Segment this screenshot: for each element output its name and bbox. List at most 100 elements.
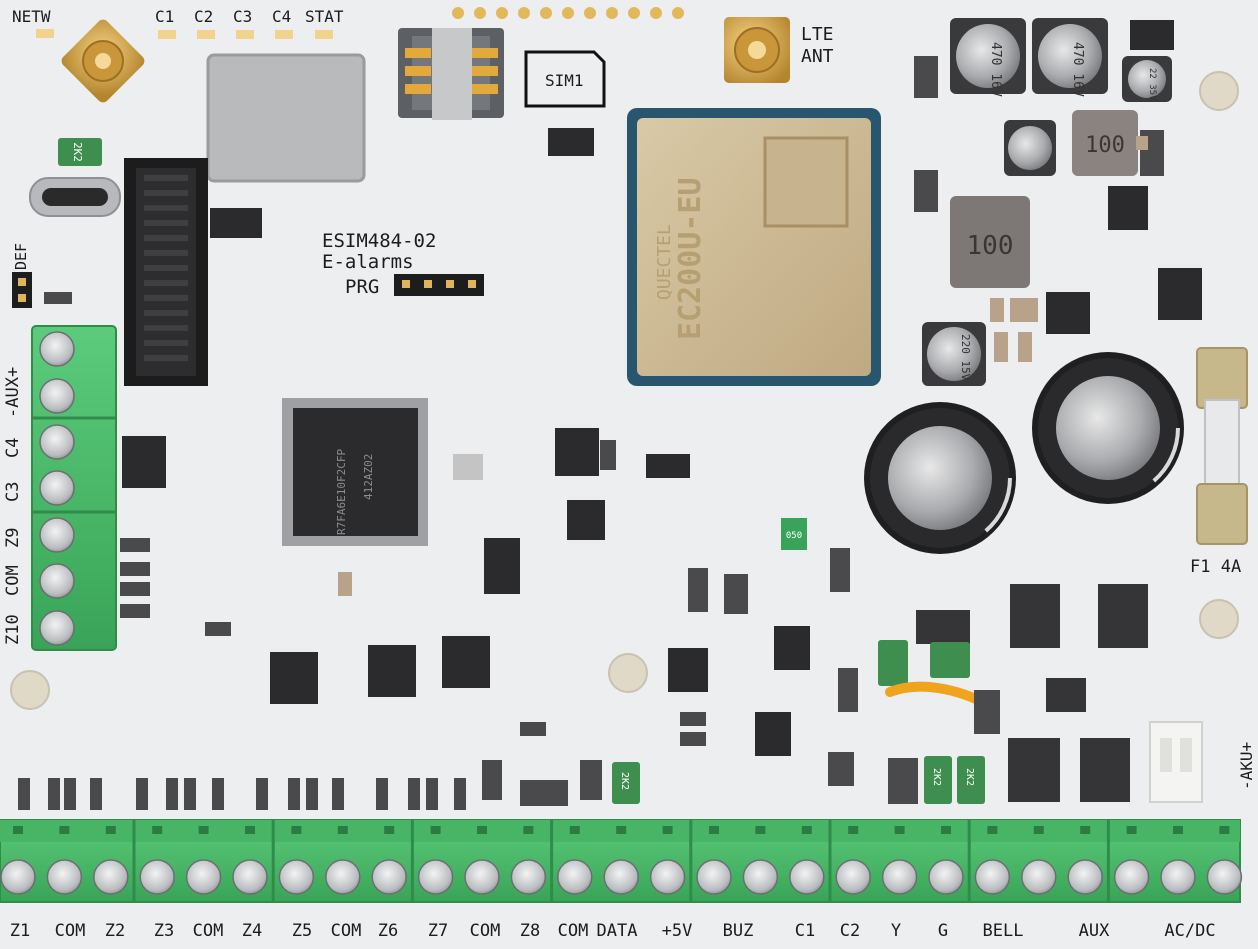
mounting-hole: [1199, 599, 1239, 639]
svg-text:100: 100: [967, 231, 1014, 261]
terminal-slot: [941, 826, 951, 834]
netw-led: [36, 29, 54, 38]
terminal-slot: [1080, 826, 1091, 834]
terminal-screw: [603, 859, 639, 895]
side-label-c3: C3: [3, 482, 23, 502]
side-label-c4: C4: [3, 438, 23, 458]
bottom-label-2: Z2: [105, 921, 125, 941]
terminal-screw: [1021, 859, 1057, 895]
side-label-z10: Z10: [3, 614, 23, 645]
expansion-connector: [124, 158, 208, 386]
ant-label: ANT: [801, 46, 834, 67]
status-leds: [158, 30, 333, 39]
terminal-slot: [59, 826, 70, 834]
terminal-screw: [46, 859, 83, 895]
svg-text:100: 100: [1085, 133, 1125, 158]
terminal-slot: [430, 826, 441, 834]
rf-shield: [206, 53, 366, 183]
terminal-screw: [1160, 859, 1196, 895]
terminal-slot: [616, 826, 627, 834]
green-chip: [781, 518, 807, 550]
side-label-z9: Z9: [3, 528, 23, 548]
lte-antenna-connector: [724, 17, 790, 83]
terminal-screw: [510, 859, 547, 895]
microcontroller: R7FA6E10F2CFP 412AZ02: [282, 398, 428, 546]
bottom-label-3: Z3: [154, 921, 174, 941]
bottom-label-5: Z4: [242, 921, 262, 941]
terminal-slot: [755, 826, 766, 834]
terminal-screw: [1113, 859, 1150, 895]
terminal-screw: [139, 859, 175, 895]
bottom-label-11: Z8: [520, 921, 540, 941]
terminal-slot: [1126, 826, 1137, 834]
smd-capacitor-1: 470 16V: [950, 18, 1026, 97]
terminal-slot: [1033, 826, 1044, 834]
svg-text:220 15V: 220 15V: [959, 334, 972, 381]
fuse-chip-label: 2K2: [71, 142, 84, 162]
svg-text:2K2: 2K2: [619, 772, 630, 790]
glass-fuse: [1196, 347, 1248, 545]
terminal-screw: [1067, 859, 1103, 895]
terminal-screw: [278, 859, 315, 895]
terminal-screw: [232, 859, 268, 895]
terminal-screw: [696, 859, 732, 895]
terminal-slot: [709, 826, 719, 834]
bottom-label-21: AUX: [1079, 921, 1110, 941]
bottom-label-13: DATA: [597, 921, 638, 941]
usb-c-connector: [29, 177, 121, 217]
bottom-label-4: COM: [193, 921, 224, 941]
lte-label: LTE: [801, 24, 834, 45]
bottom-label-1: COM: [55, 921, 86, 941]
terminal-slot: [13, 826, 23, 834]
terminal-screw: [417, 859, 454, 895]
svg-text:412AZ02: 412AZ02: [362, 454, 375, 500]
netw-label: NETW: [12, 7, 51, 26]
led-label-c4: C4: [272, 7, 291, 26]
bottom-label-17: C2: [840, 921, 860, 941]
lte-modem-module: EC200U-EU QUECTEL: [627, 108, 881, 386]
terminal-slot: [1219, 826, 1230, 834]
power-mosfets: [916, 584, 1148, 802]
inductor-2: 100: [1072, 110, 1138, 176]
green-chip-label: 050: [786, 531, 802, 541]
def-jumper: [12, 272, 32, 308]
terminal-slot: [291, 826, 302, 834]
terminal-screw: [835, 859, 871, 895]
bottom-label-16: C1: [795, 921, 815, 941]
terminal-slot: [523, 826, 534, 834]
bottom-label-18: Y: [891, 921, 901, 941]
bottom-label-0: Z1: [10, 921, 30, 941]
led-label-c3: C3: [233, 7, 252, 26]
large-capacitor-1: [864, 402, 1016, 554]
svg-text:EC200U-EU: EC200U-EU: [673, 177, 708, 340]
led-label-stat: STAT: [305, 7, 344, 26]
prg-header: [394, 274, 484, 296]
large-capacitor-2: [1032, 352, 1184, 504]
smd-capacitor-3: 220 15V: [922, 322, 986, 386]
terminal-slot: [477, 826, 487, 834]
smd-capacitor-4: [1004, 120, 1056, 176]
terminal-slot: [198, 826, 209, 834]
terminal-screw: [974, 859, 1011, 895]
terminal-slot: [105, 826, 116, 834]
terminal-screw: [371, 859, 407, 895]
terminal-screw: [0, 859, 36, 895]
terminal-screw: [1206, 859, 1243, 895]
left-terminal-labels: -AUX+ C4 C3 Z9 COM Z10: [3, 367, 23, 645]
sim-outline: [524, 50, 606, 108]
terminal-slot: [337, 826, 348, 834]
fuse-chip: [58, 138, 102, 166]
svg-text:470 16V: 470 16V: [1070, 42, 1085, 97]
bottom-label-9: Z7: [428, 921, 448, 941]
board-model: ESIM484-02: [322, 230, 436, 252]
polyfuse-row: 2K2 2K2 2K2: [612, 640, 985, 804]
bottom-label-19: G: [938, 921, 948, 941]
bottom-terminal-block: [0, 819, 1243, 903]
terminal-screw: [325, 859, 361, 895]
svg-text:QUECTEL: QUECTEL: [654, 224, 675, 300]
bottom-label-12: COM: [558, 921, 589, 941]
aku-label: -AKU+: [1237, 742, 1256, 790]
led-label-c1: C1: [155, 7, 174, 26]
